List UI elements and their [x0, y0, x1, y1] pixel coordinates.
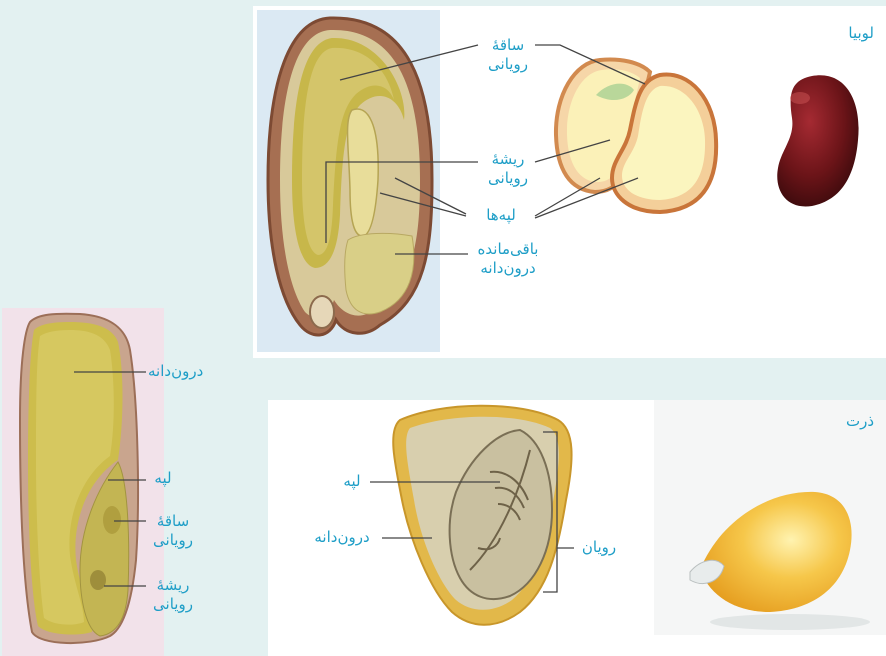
bean-embryonic-root-line2: رویانی	[478, 169, 538, 188]
corn-endosperm-label: درون‌دانه	[304, 528, 380, 547]
bean-cotyledons-label: لپه‌ها	[466, 206, 536, 225]
wheat-embryonic-stem-line1: ساقهٔ	[148, 512, 198, 531]
bean-endosperm-remnant-line1: باقی‌مانده	[468, 240, 548, 259]
wheat-embryonic-stem-label: ساقهٔ رویانی	[148, 512, 198, 550]
bean-embryonic-stem-line2: رویانی	[478, 55, 538, 74]
bean-endosperm-remnant-line2: درون‌دانه	[468, 259, 548, 278]
bean-embryonic-root-label: ریشهٔ رویانی	[478, 150, 538, 188]
corn-title: ذرت	[846, 412, 874, 431]
bean-embryonic-stem-label: ساقهٔ رویانی	[478, 36, 538, 74]
corn-cotyledon-label: لپه	[336, 472, 368, 491]
bean-endosperm-remnant-label: باقی‌مانده درون‌دانه	[468, 240, 548, 278]
corn-embryo-label: رویان	[576, 538, 622, 557]
bean-title: لوبیا	[848, 24, 874, 43]
wheat-embryonic-root-line1: ریشهٔ	[148, 576, 198, 595]
wheat-endosperm-label: درون‌دانه	[148, 362, 218, 381]
bean-panel	[253, 6, 886, 358]
wheat-embryonic-root-line2: رویانی	[148, 595, 198, 614]
corn-photo-panel	[654, 400, 886, 635]
wheat-embryonic-stem-line2: رویانی	[148, 531, 198, 550]
wheat-panel	[2, 308, 164, 656]
wheat-cotyledon-label: لپه	[148, 469, 178, 488]
bean-embryonic-stem-line1: ساقهٔ	[478, 36, 538, 55]
wheat-embryonic-root-label: ریشهٔ رویانی	[148, 576, 198, 614]
bean-embryonic-root-line1: ریشهٔ	[478, 150, 538, 169]
